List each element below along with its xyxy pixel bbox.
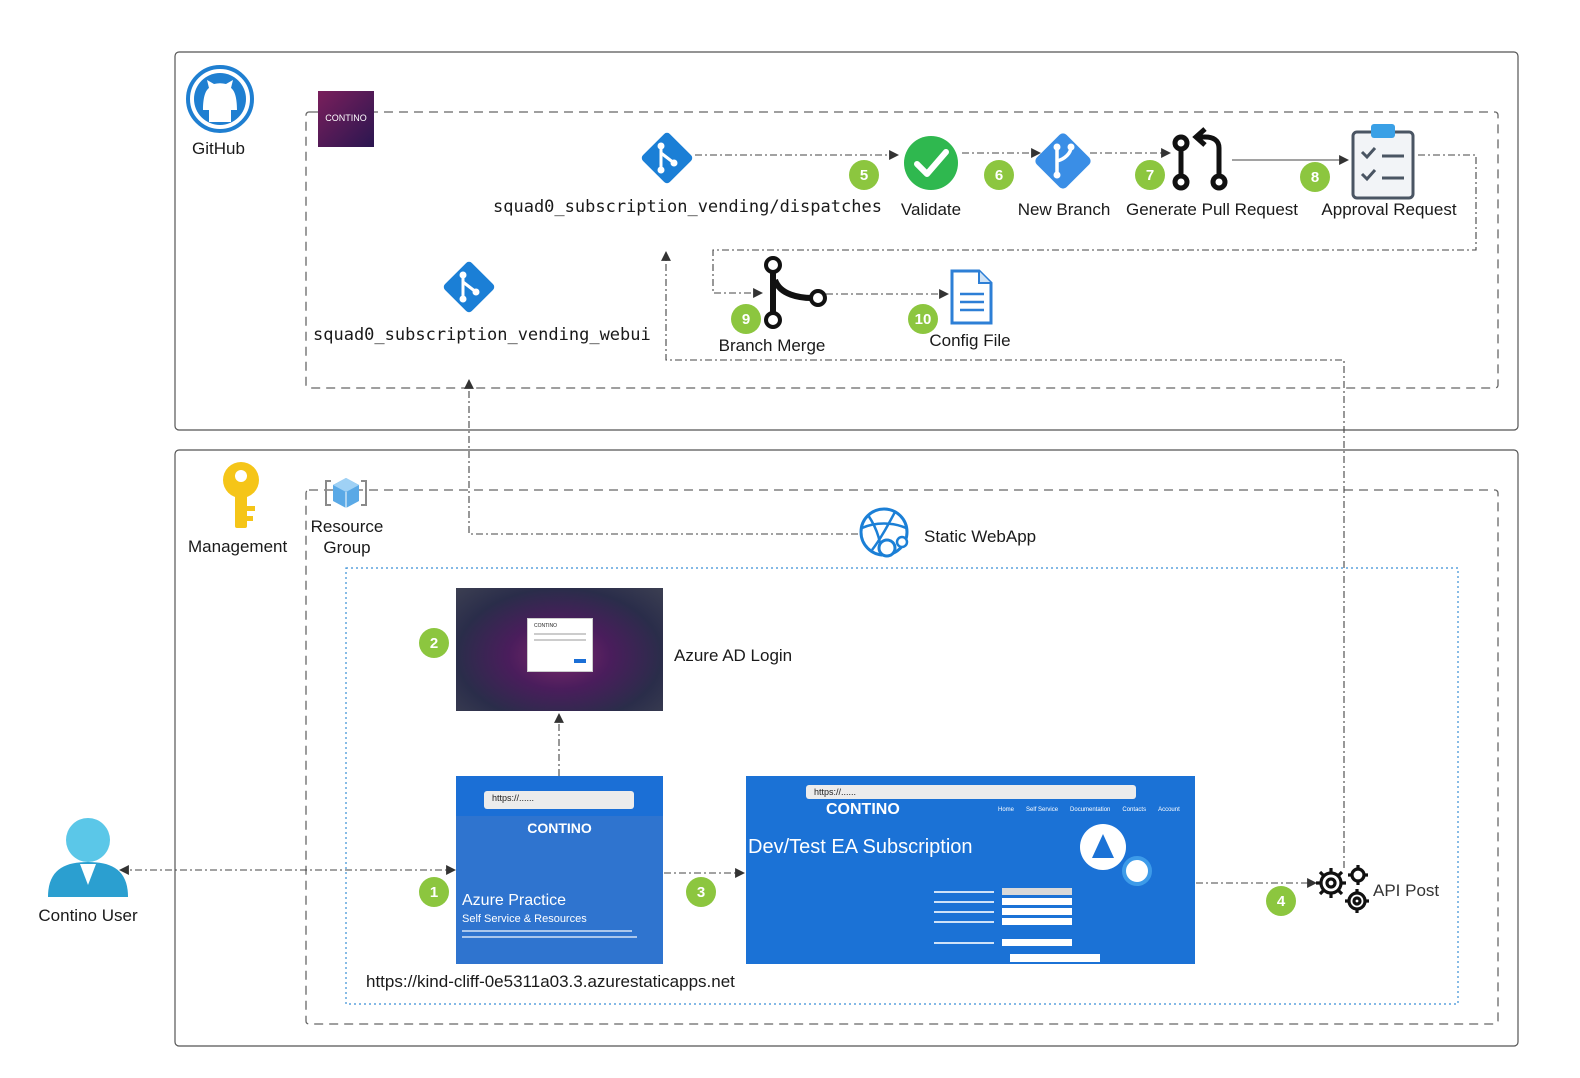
resource-group-icon [325,478,367,508]
management-group-label: Management [188,537,288,556]
nav-home[interactable]: Home [998,807,1015,813]
branch-merge-label: Branch Merge [718,336,826,355]
step-badge-7: 7 [1135,160,1165,190]
subscription-nav: Home Self Service Documentation Contacts… [998,807,1180,813]
subscription-portal-screenshot[interactable]: https://...... CONTINO Home Self Service… [746,776,1195,964]
step-badge-5: 5 [849,160,879,190]
approval-clipboard-icon [1351,124,1415,200]
edge-approval-merge [712,154,1477,298]
config-file-icon [950,269,993,325]
edge-apipost-dispatch [661,251,1345,868]
git-repo-webui-icon [443,261,495,313]
subscription-brand: CONTINO [826,801,900,818]
approval-request-label: Approval Request [1321,200,1457,219]
resource-group-label: Resource Group [310,517,384,557]
step-badge-6: 6 [984,160,1014,190]
azure-logo-icon [1080,824,1126,870]
azure-practice-portal-screenshot[interactable]: https://...... CONTINO Azure Practice Se… [456,776,663,964]
contino-user-icon [48,818,128,897]
contino-org-box [305,111,1499,389]
step-badge-1: 1 [419,877,449,907]
repo-dispatches-label[interactable]: squad0_subscription_vending/dispatches [493,197,882,217]
step-badge-2: 2 [419,628,449,658]
static-site-url[interactable]: https://kind-cliff-0e5311a03.3.azurestat… [366,972,735,991]
key-icon [223,462,259,528]
step-badge-9: 9 [731,304,761,334]
management-group-box [174,449,1519,1047]
static-webapp-box [345,567,1459,1005]
static-webapp-globe-icon [859,507,909,558]
pull-request-icon [1172,127,1228,191]
validate-check-icon [904,136,958,190]
api-post-gears-icon [1316,865,1369,913]
step-badge-3: 3 [686,877,716,907]
contino-logo-text: CONTINO [325,113,367,123]
nav-self-service[interactable]: Self Service [1026,807,1059,813]
repo-webui-label[interactable]: squad0_subscription_vending_webui [313,325,651,345]
step-badge-8: 8 [1300,162,1330,192]
nav-documentation[interactable]: Documentation [1070,807,1111,813]
github-group-box [174,51,1519,431]
nav-contacts[interactable]: Contacts [1122,807,1147,813]
azure-ad-login-screenshot: CONTINO [456,588,663,711]
connectors [119,148,1477,888]
new-branch-icon [1035,133,1091,189]
config-file-label: Config File [929,331,1011,350]
submit-button[interactable] [1010,954,1100,962]
static-webapp-label: Static WebApp [924,527,1037,546]
validate-label: Validate [900,200,962,219]
new-branch-label: New Branch [1017,200,1111,219]
portal-brand: CONTINO [527,820,592,836]
edge-webapp-webui [464,379,858,535]
login-dialog-brand: CONTINO [534,623,558,629]
subscription-title: Dev/Test EA Subscription [748,836,973,858]
github-icon [186,65,254,133]
portal-subtitle: Self Service & Resources [462,913,587,925]
github-group-label: GitHub [192,139,245,158]
branch-merge-icon [764,256,827,329]
contino-logo [318,91,374,147]
api-post-label: API Post [1373,881,1440,900]
nav-account[interactable]: Account [1158,807,1180,813]
devops-gear-icon [1122,856,1152,886]
step-badge-4: 4 [1266,886,1296,916]
git-repo-dispatches-icon [641,132,693,184]
portal-title: Azure Practice [462,892,567,909]
azure-ad-login-label: Azure AD Login [674,646,793,665]
portal-url-bar[interactable]: https://...... [484,791,634,809]
pull-request-label: Generate Pull Request [1126,200,1298,219]
contino-user-label: Contino User [38,906,138,925]
resource-group-box [305,489,1499,1025]
subscription-form [934,888,1084,946]
subscription-url-bar[interactable]: https://...... [806,785,1136,799]
step-badge-10: 10 [908,304,938,334]
login-dialog: CONTINO [527,618,593,672]
